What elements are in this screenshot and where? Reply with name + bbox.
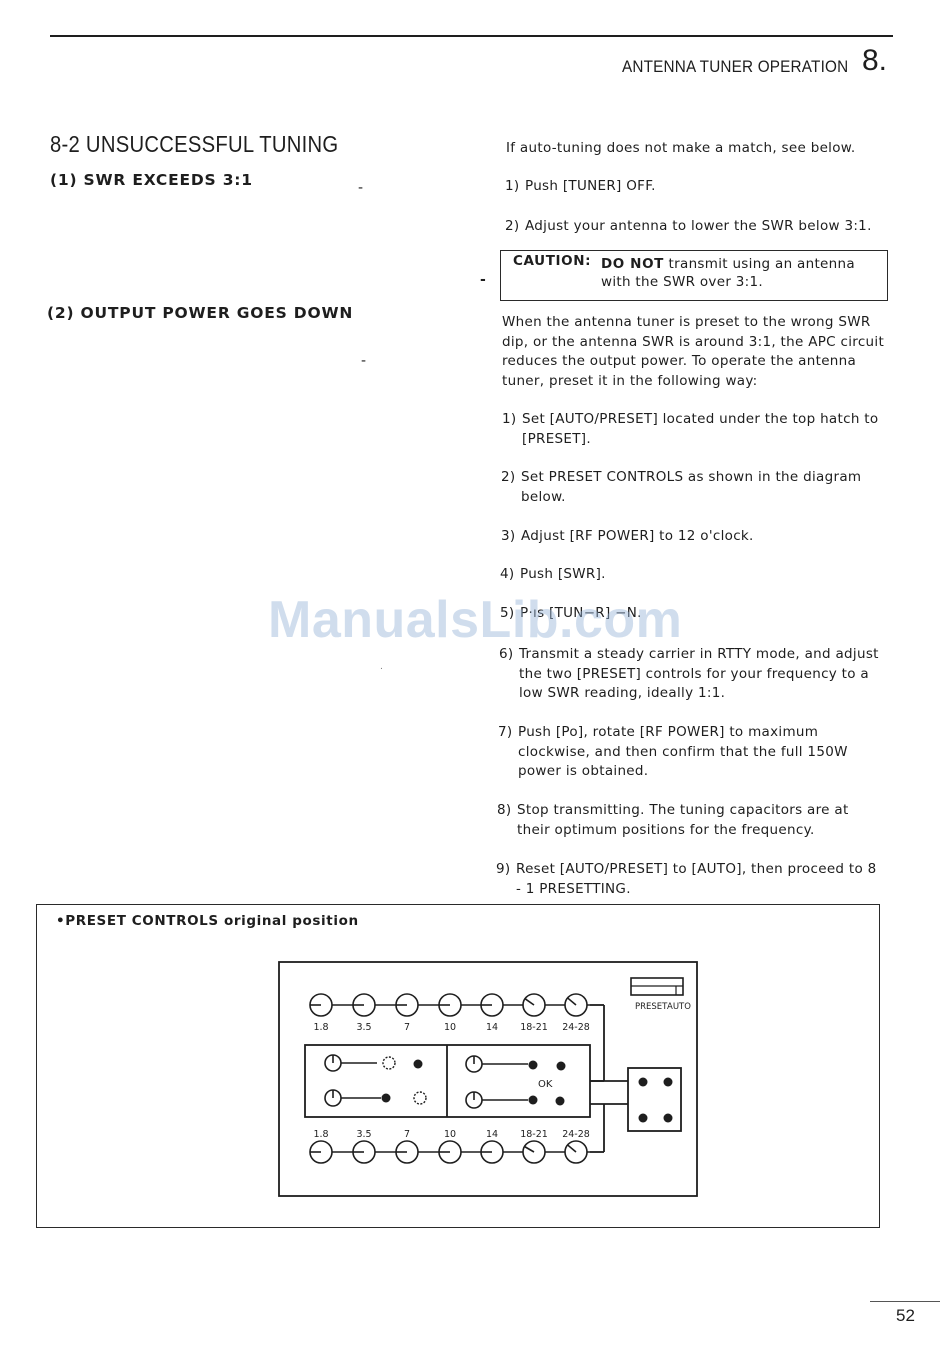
band-label: 14 [486, 1129, 498, 1140]
inner-dot [381, 1093, 391, 1103]
power-step: 3) Adjust [RF POWER] to 12 o'clock. [501, 527, 886, 547]
chapter-number: 8. [862, 44, 888, 77]
page-rule [870, 1301, 940, 1302]
switch-label-preset: PRESET [635, 1002, 668, 1012]
inner-dot [556, 1061, 566, 1071]
step-text: Set PRESET CONTROLS as shown in the diag… [521, 469, 862, 505]
inner-dot [413, 1059, 423, 1069]
swr-intro: If auto-tuning does not make a match, se… [506, 140, 856, 156]
control-panel-outline [278, 961, 698, 1197]
stray-mark: - [358, 180, 364, 196]
inner-dot [528, 1095, 538, 1105]
subsection-swr-heading: (1) SWR EXCEEDS 3:1 [50, 171, 253, 189]
ok-knob [638, 1113, 648, 1123]
caution-emphasis: DO NOT [601, 256, 664, 272]
step-number: 2) [501, 469, 516, 485]
stray-mark: - [480, 272, 486, 288]
ok-knob-box [627, 1067, 682, 1132]
caution-text: DO NOT transmit using an antenna with th… [601, 255, 886, 291]
step-text: P·ıs [TUN−R] −N. [520, 605, 642, 621]
step-number: 1) [505, 178, 520, 194]
caution-box [500, 250, 888, 301]
step-number: 9) [496, 861, 511, 877]
step-number: 6) [499, 646, 514, 662]
knob-pointer [567, 997, 577, 1006]
step-number: 3) [501, 528, 516, 544]
ok-label: OK [538, 1079, 553, 1090]
inner-dot [555, 1096, 565, 1106]
step-number: 4) [500, 566, 515, 582]
power-step: 2) Set PRESET CONTROLS as shown in the d… [501, 468, 886, 507]
band-label: 10 [444, 1022, 456, 1033]
ok-knob [663, 1077, 673, 1087]
power-step: 4) Push [SWR]. [500, 565, 885, 585]
step-text: Transmit a steady carrier in RTTY mode, … [519, 646, 879, 701]
caution-label: CAUTION: [513, 253, 592, 269]
power-step: 6) Transmit a steady carrier in RTTY mod… [499, 645, 884, 704]
band-label: 7 [404, 1129, 410, 1140]
band-label: 3.5 [356, 1022, 371, 1033]
power-step: 8) Stop transmitting. The tuning capacit… [497, 801, 882, 840]
knob-pointer [524, 998, 535, 1006]
switch-label-auto: AUTO [667, 1002, 691, 1012]
knob-pointer [567, 1144, 577, 1153]
step-text: Adjust your antenna to lower the SWR bel… [525, 218, 872, 234]
step-number: 5) [500, 605, 515, 621]
preset-controls-box [36, 904, 880, 1228]
band-label: 14 [486, 1022, 498, 1033]
stray-mark: - [361, 353, 367, 369]
band-label: 24-28 [562, 1022, 590, 1033]
step-number: 7) [498, 724, 513, 740]
band-label: 1.8 [313, 1022, 328, 1033]
step-text: Reset [AUTO/PRESET] to [AUTO], then proc… [516, 861, 877, 897]
power-step: 9) Reset [AUTO/PRESET] to [AUTO], then p… [496, 860, 881, 899]
power-intro: When the antenna tuner is preset to the … [502, 314, 885, 389]
power-step: 1) Set [AUTO/PRESET] located under the t… [502, 410, 887, 449]
band-label: 18-21 [520, 1022, 548, 1033]
page-number: 52 [896, 1306, 915, 1325]
knob-pointer [524, 1145, 535, 1153]
swr-step: 1) Push [TUNER] OFF. [505, 177, 890, 197]
band-label: 18-21 [520, 1129, 548, 1140]
step-number: 8) [497, 802, 512, 818]
inner-gear-icon [382, 1056, 396, 1070]
chapter-title: ANTENNA TUNER OPERATION [622, 57, 849, 76]
ok-knob [638, 1077, 648, 1087]
power-step: 7) Push [Po], rotate [RF POWER] to maxim… [498, 723, 883, 782]
section-title: 8-2 UNSUCCESSFUL TUNING [50, 131, 339, 157]
step-text: Set [AUTO/PRESET] located under the top … [522, 411, 879, 447]
step-text: Push [Po], rotate [RF POWER] to maximum … [518, 724, 848, 779]
band-label: 7 [404, 1022, 410, 1033]
step-text: Adjust [RF POWER] to 12 o'clock. [521, 528, 754, 544]
inner-dot [528, 1060, 538, 1070]
preset-controls-title: •PRESET CONTROLS original position [56, 913, 359, 929]
top-rule [50, 35, 893, 37]
ok-knob [663, 1113, 673, 1123]
step-number: 2) [505, 218, 520, 234]
band-label: 10 [444, 1129, 456, 1140]
watermark: ManualsLib.com [268, 591, 683, 649]
step-text: Push [TUNER] OFF. [525, 178, 656, 194]
stray-mark: . [380, 662, 383, 672]
step-text: Stop transmitting. The tuning capacitors… [517, 802, 849, 838]
inner-gear-icon [413, 1091, 427, 1105]
band-label: 1.8 [313, 1129, 328, 1140]
subsection-power-heading: (2) OUTPUT POWER GOES DOWN [47, 304, 354, 322]
swr-step: 2) Adjust your antenna to lower the SWR … [505, 217, 890, 237]
caution-body: transmit using an antenna with the SWR o… [601, 256, 855, 290]
band-label: 3.5 [356, 1129, 371, 1140]
step-number: 1) [502, 411, 517, 427]
step-text: Push [SWR]. [520, 566, 606, 582]
power-step: 5) P·ıs [TUN−R] −N. [500, 604, 885, 624]
band-label: 24-28 [562, 1129, 590, 1140]
